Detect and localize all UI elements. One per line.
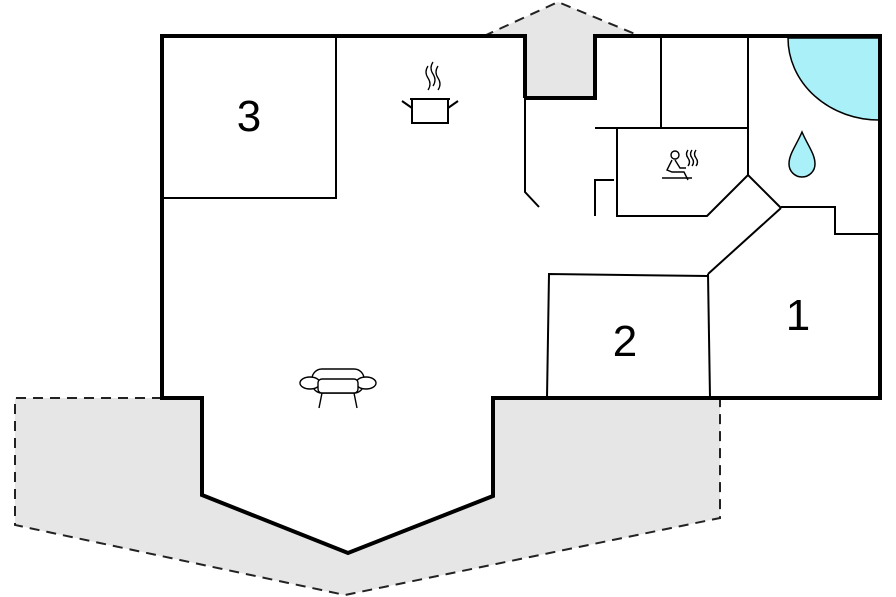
lower-terrace: [15, 398, 720, 595]
lower-terrace-dashed-outline: [14, 397, 721, 597]
entrance-porch: [484, 2, 640, 98]
hall-stub: [594, 179, 614, 216]
room-3-label: 3: [237, 92, 261, 141]
entrance-porch-dashed-outline: [483, 0, 641, 37]
room-2-label: 2: [613, 317, 637, 366]
bathroom-step: [781, 206, 880, 235]
sofa-icon: [299, 368, 377, 409]
bathroom-wall: [707, 207, 782, 275]
water-drop-icon: [788, 130, 816, 178]
pool-area: [787, 37, 880, 121]
room-3-wall: [162, 36, 337, 199]
sauna-icon: [662, 149, 699, 181]
kitchen-partition: [524, 98, 540, 208]
outer-wall-left: [160, 34, 882, 556]
room-1-wall: [707, 273, 711, 399]
cooking-pot-icon: [401, 61, 459, 124]
room-2-wall: [546, 272, 709, 399]
terraces: [14, 0, 721, 597]
room-1-label: 1: [786, 291, 810, 340]
outer-walls: [160, 34, 882, 556]
sauna-wall: [616, 128, 782, 217]
interior-walls: [162, 36, 880, 399]
